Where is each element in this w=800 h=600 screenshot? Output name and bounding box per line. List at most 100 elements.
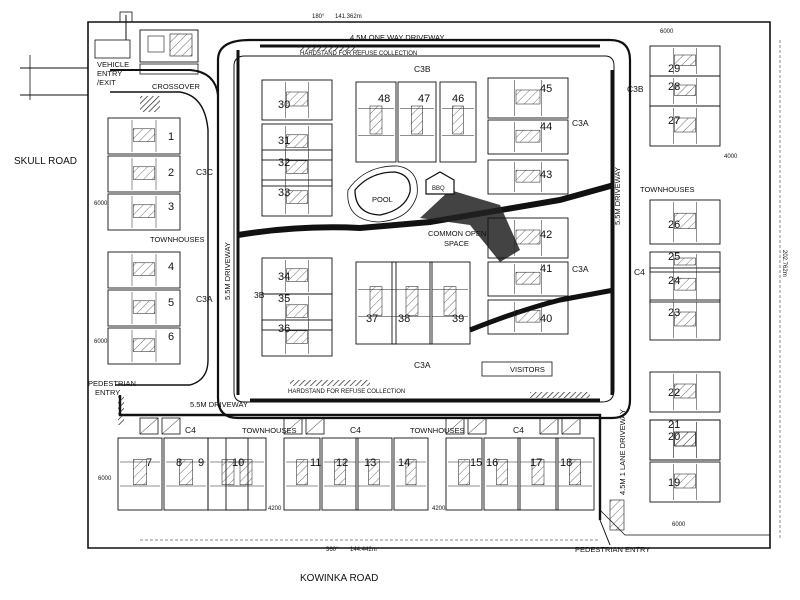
unit-number: 21 — [668, 419, 680, 431]
unit-number: 37 — [366, 313, 378, 325]
unit-number: 13 — [364, 457, 376, 469]
garage — [467, 417, 487, 435]
unit-number: 9 — [198, 457, 204, 469]
townhouse-unit: 26 — [649, 199, 721, 245]
townhouses-right: TOWNHOUSES — [640, 185, 694, 194]
garage — [161, 417, 181, 435]
unit-number: 39 — [452, 313, 464, 325]
unit-number: 46 — [452, 93, 464, 105]
unit-number: 31 — [278, 135, 290, 147]
townhouse-unit: 4 — [107, 251, 181, 289]
garage — [561, 417, 581, 435]
townhouse-unit: 42 — [487, 217, 569, 259]
road-label-skull: SKULL ROAD — [14, 156, 77, 167]
road-label-kowinka: KOWINKA ROAD — [300, 573, 378, 584]
unit-number: 6 — [168, 331, 174, 343]
dim-6000-left-b: 6000 — [94, 339, 108, 345]
townhouse-unit: 24 — [649, 267, 721, 303]
townhouse-unit: 39 — [429, 261, 471, 345]
dim-4200-bottom: 4200 — [268, 506, 282, 512]
bearing-bottom: 360° — [326, 547, 339, 553]
distance-top: 141.362m — [335, 14, 362, 20]
distance-right: 202.762m — [781, 250, 787, 277]
unit-number: 18 — [560, 457, 572, 469]
dim-4200-bottom-b: 4200 — [432, 506, 446, 512]
group-c4-bottom-1: C4 — [185, 425, 196, 435]
unit-number: 48 — [378, 93, 390, 105]
townhouse-unit: 32 — [261, 149, 333, 187]
group-c3a-right-mid: C3A — [572, 264, 589, 274]
townhouse-unit: 15 — [445, 437, 483, 511]
townhouse-unit: 43 — [487, 159, 569, 195]
unit-number: 29 — [668, 63, 680, 75]
dim-6000-right: 6000 — [660, 29, 674, 35]
crossover-label: CROSSOVER — [152, 82, 201, 91]
townhouse-unit: 13 — [355, 437, 393, 511]
dim-6000-left-a: 6000 — [94, 201, 108, 207]
group-c3a-right-top: C3A — [572, 118, 589, 128]
townhouse-unit: 1 — [107, 117, 181, 155]
townhouse-unit: 41 — [487, 261, 569, 297]
unit-number: 28 — [668, 81, 680, 93]
townhouse-unit: 47 — [397, 81, 437, 163]
townhouse-unit: 48 — [355, 81, 397, 163]
bearing-top: 180° — [312, 14, 325, 20]
driveway-bottom: 5.5M DRIVEWAY — [190, 400, 248, 409]
refuse-label-bottom: HARDSTAND FOR REFUSE COLLECTION — [288, 389, 405, 395]
townhouse-unit: 35 — [261, 293, 333, 331]
unit-number: 7 — [146, 457, 152, 469]
group-c4-bottom-2: C4 — [350, 425, 361, 435]
townhouse-unit: 8 — [163, 437, 209, 511]
townhouses-bottom-1: TOWNHOUSES — [242, 426, 296, 435]
dim-6000-bottom-r: 6000 — [672, 522, 686, 528]
driveway-one-lane: 4.5M 1 LANE DRIVEWAY — [618, 409, 627, 495]
unit-number: 26 — [668, 219, 680, 231]
townhouse-unit: 7 — [117, 437, 163, 511]
unit-number: 11 — [310, 457, 321, 469]
pool-label: POOL — [372, 195, 393, 204]
townhouse-unit: 25 — [649, 251, 721, 273]
unit-number: 38 — [398, 313, 410, 325]
townhouse-unit: 38 — [391, 261, 433, 345]
unit-number: 10 — [232, 457, 244, 469]
townhouse-unit: 3 — [107, 193, 181, 231]
bbq-shelter — [425, 171, 455, 195]
townhouse-unit: 21 — [649, 419, 721, 461]
group-3b-mid: 3B — [254, 290, 265, 300]
townhouse-unit: 40 — [487, 299, 569, 335]
group-c4-bottom-3: C4 — [513, 425, 524, 435]
visitors-label: VISITORS — [510, 365, 545, 374]
dim-4000-right: 4000 — [724, 154, 738, 160]
refuse-label-top: HARDSTAND FOR REFUSE COLLECTION — [300, 51, 417, 57]
common-open-space-1: COMMON OPEN — [428, 229, 486, 238]
townhouse-unit: 22 — [649, 371, 721, 413]
unit-number: 33 — [278, 187, 290, 199]
garage — [283, 417, 303, 435]
group-c4-right: C4 — [634, 267, 645, 277]
townhouse-unit: 23 — [649, 299, 721, 341]
townhouse-unit: 34 — [261, 257, 333, 295]
townhouse-unit: 36 — [261, 319, 333, 357]
common-open-space-2: SPACE — [444, 239, 469, 248]
unit-number: 19 — [668, 477, 680, 489]
unit-number: 16 — [486, 457, 498, 469]
group-c3b-top: C3B — [414, 64, 431, 74]
unit-number: 8 — [176, 457, 182, 469]
driveway-top: 4.5M ONE WAY DRIVEWAY — [350, 33, 444, 42]
group-c3b-right: C3B — [627, 84, 644, 94]
unit-number: 5 — [168, 297, 174, 309]
townhouse-unit: 44 — [487, 119, 569, 155]
townhouse-unit: 5 — [107, 289, 181, 327]
distance-bottom: 144.442m — [350, 547, 377, 553]
unit-number: 43 — [540, 169, 552, 181]
unit-number: 25 — [668, 251, 680, 263]
site-boundary — [87, 21, 771, 549]
unit-number: 44 — [540, 121, 552, 133]
driveway-loop-outer — [216, 38, 632, 420]
unit-number: 45 — [540, 83, 552, 95]
townhouse-unit: 19 — [649, 461, 721, 503]
townhouse-unit: 33 — [261, 179, 333, 217]
